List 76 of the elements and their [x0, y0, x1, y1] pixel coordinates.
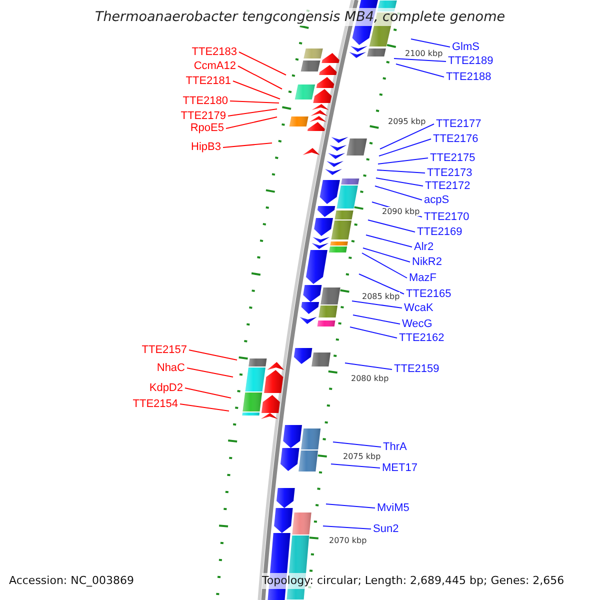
leader-line: [222, 142, 272, 148]
leader-line: [238, 66, 282, 90]
gene-label: TTE2169: [417, 226, 462, 238]
leader-line: [410, 38, 450, 48]
gene-label: MviM5: [377, 502, 410, 514]
gene-label: TTE2188: [446, 70, 492, 84]
leader-line: [380, 124, 434, 150]
leader-line: [358, 274, 404, 294]
gene-label: TTE2180: [182, 94, 228, 108]
gene-label: HipB3: [191, 141, 221, 154]
gene-label: TTE2189: [448, 55, 494, 68]
leader-line: [378, 138, 432, 156]
leader-line: [362, 252, 408, 278]
gene-label: TTE2162: [399, 332, 444, 344]
scale-label: 2080 kbp: [351, 374, 389, 383]
leader-line: [180, 404, 230, 412]
gene-label: TTE2173: [427, 166, 472, 180]
gene-label: MET17: [382, 462, 418, 474]
gene-label: WcaK: [404, 302, 434, 314]
leader-line: [322, 526, 372, 530]
leader-line: [376, 178, 424, 186]
leader-line: [366, 234, 412, 248]
leader-line: [362, 248, 410, 262]
gene-label: ThrA: [383, 440, 407, 454]
leader-line: [374, 186, 422, 200]
gene-label: TTE2157: [142, 344, 187, 356]
gene-label: TTE2172: [425, 180, 470, 192]
leader-line: [352, 314, 400, 324]
leader-line: [378, 158, 428, 164]
leader-line: [184, 388, 232, 398]
scale-label: 2095 kbp: [388, 116, 426, 126]
gene-label: WecG: [402, 318, 432, 330]
leader-line: [232, 80, 280, 100]
gene-label: TTE2183: [192, 46, 237, 58]
gene-label: NikR2: [412, 256, 442, 268]
scale-label: 2090 kbp: [382, 206, 420, 216]
gene-label: acpS: [424, 194, 450, 206]
leader-line: [332, 442, 382, 448]
gene-label: RpoE5: [190, 122, 224, 135]
leader-line: [350, 326, 398, 338]
leader-line: [368, 220, 416, 232]
gene-label: TTE2159: [394, 363, 440, 376]
gene-label: TTE2176: [433, 132, 478, 146]
gene-label: NhaC: [156, 362, 185, 374]
leader-line: [226, 116, 278, 129]
gene-label: TTE2175: [430, 152, 476, 164]
leader-line: [238, 52, 286, 76]
leader-line: [344, 362, 392, 370]
leader-line: [396, 64, 444, 78]
accession-text: Accession: NC_003869: [9, 574, 134, 588]
scale-label: 2085 kbp: [362, 292, 400, 301]
leader-line: [376, 170, 426, 174]
leader-line: [230, 100, 280, 104]
scale-label: 2070 kbp: [329, 536, 367, 545]
gene-label: GlmS: [452, 40, 480, 54]
gene-label: CcmA12: [194, 60, 236, 72]
genome-info-text: Topology: circular; Length: 2,689,445 bp; Genes: 2,656: [262, 573, 564, 589]
gene-label: MazF: [409, 272, 436, 284]
leader-line: [352, 300, 402, 308]
gene-label: Alr2: [414, 240, 434, 254]
scale-label: 2075 kbp: [343, 452, 381, 460]
gene-label: TTE2165: [406, 288, 452, 300]
gene-label: KdpD2: [149, 382, 183, 394]
gene-label: TTE2170: [424, 210, 470, 224]
leader-line: [394, 58, 446, 62]
leader-line: [228, 108, 278, 116]
gene-label: TTE2177: [436, 118, 482, 130]
leader-line: [188, 350, 238, 360]
gene-label: TTE2181: [186, 74, 231, 88]
scale-label: 2100 kbp: [405, 49, 443, 58]
leader-line: [326, 504, 376, 508]
gene-label: TTE2154: [132, 398, 178, 410]
gene-label: TTE2179: [180, 110, 226, 122]
leader-line: [330, 464, 380, 468]
gene-label: Sun2: [373, 522, 399, 536]
leader-line: [186, 368, 234, 378]
